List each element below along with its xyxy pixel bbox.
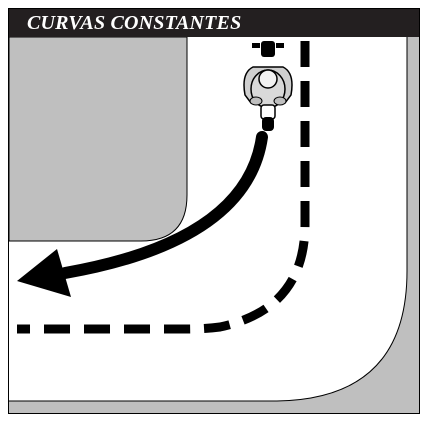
outer-corner-curb bbox=[9, 37, 419, 413]
motorcycle-rider-top-view-icon bbox=[243, 41, 293, 131]
inner-corner-curb bbox=[9, 36, 188, 242]
diagram-frame: CURVAS CONSTANTES bbox=[8, 8, 420, 414]
dashed-lane-line bbox=[17, 41, 310, 334]
road-diagram bbox=[9, 36, 419, 413]
turn-path-arrow-shaft bbox=[59, 131, 268, 279]
diagram-title: CURVAS CONSTANTES bbox=[27, 12, 242, 34]
title-bar: CURVAS CONSTANTES bbox=[9, 9, 419, 37]
outer-road-edge bbox=[9, 37, 408, 402]
turn-arrow-head bbox=[17, 249, 71, 297]
